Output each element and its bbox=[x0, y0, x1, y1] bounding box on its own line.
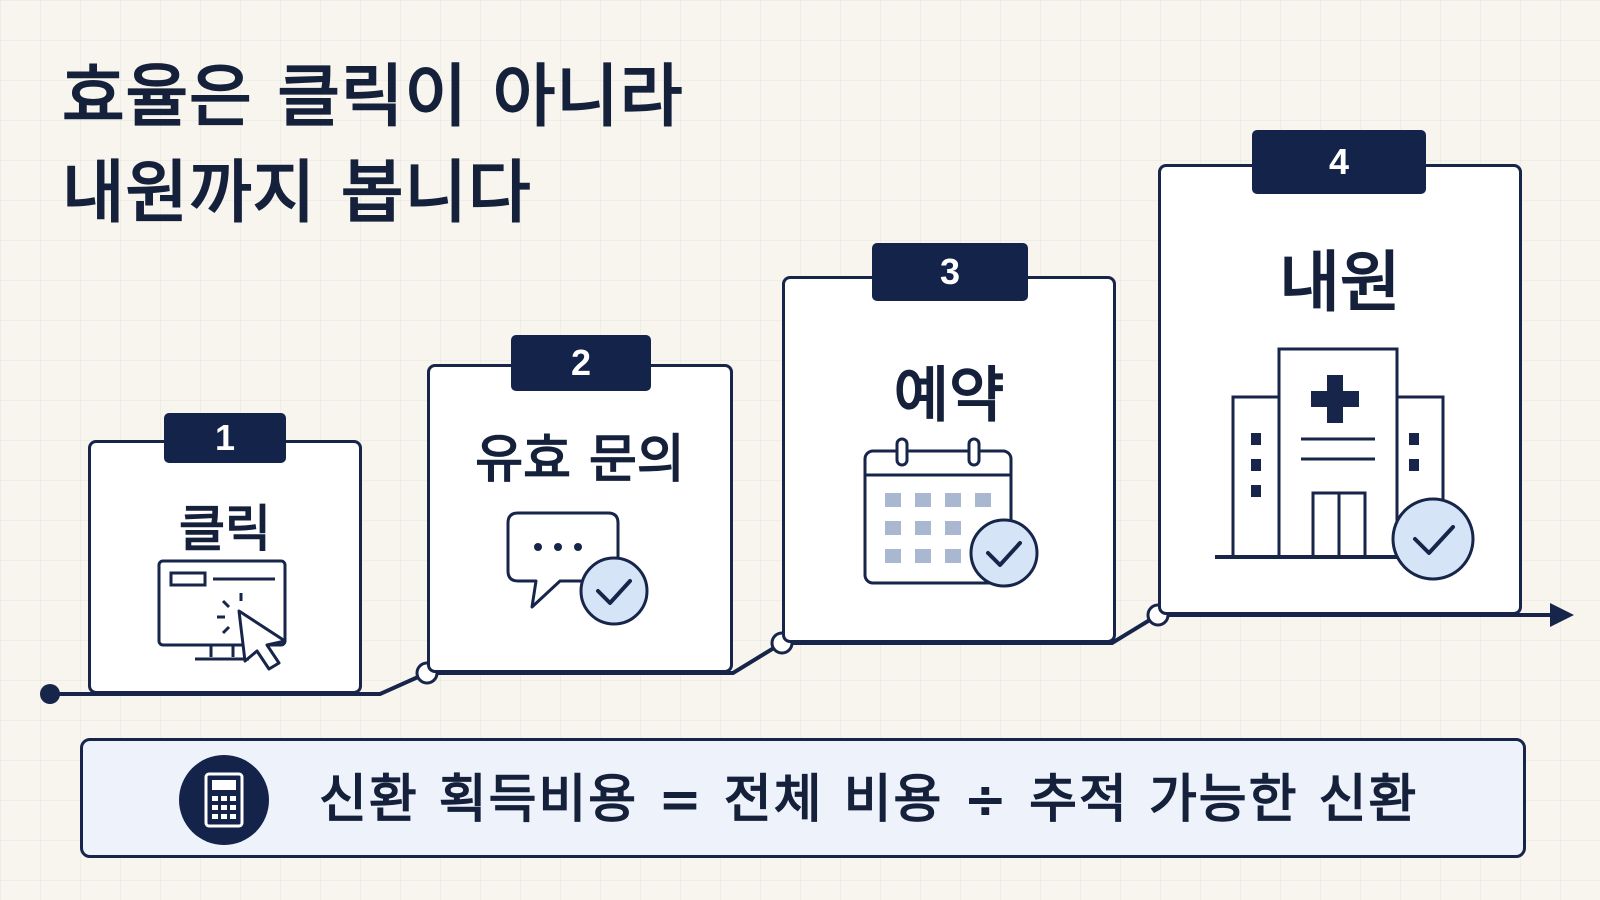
step-card-1: 클릭 bbox=[88, 440, 362, 694]
step-label-4: 내원 bbox=[1279, 244, 1401, 321]
calculator-badge bbox=[179, 755, 269, 845]
monitor-cursor-icon bbox=[157, 559, 287, 671]
title-line-1: 효율은 클릭이 아니라 bbox=[62, 58, 684, 137]
step-badge-2: 2 bbox=[511, 335, 651, 391]
step-card-3: 예약 bbox=[782, 276, 1116, 643]
hospital-check-icon bbox=[1215, 347, 1475, 581]
step-label-3: 예약 bbox=[893, 361, 1005, 431]
formula-text: 신환 획득비용 = 전체 비용 ÷ 추적 가능한 신환 bbox=[319, 770, 1419, 830]
step-label-2: 유효 문의 bbox=[475, 430, 685, 490]
calculator-icon bbox=[204, 772, 244, 828]
step-card-4: 내원 bbox=[1158, 164, 1522, 615]
formula-box: 신환 획득비용 = 전체 비용 ÷ 추적 가능한 신환 bbox=[80, 738, 1526, 858]
step-badge-3: 3 bbox=[872, 243, 1028, 301]
page-title: 효율은 클릭이 아니라 내원까지 봅니다 bbox=[62, 50, 683, 242]
step-badge-1: 1 bbox=[164, 413, 286, 463]
chat-check-icon bbox=[506, 511, 649, 626]
title-line-2: 내원까지 봅니다 bbox=[62, 154, 532, 233]
calendar-check-icon bbox=[863, 437, 1039, 588]
step-badge-4: 4 bbox=[1252, 130, 1426, 194]
path-arrowhead bbox=[1550, 603, 1574, 627]
path-start-dot bbox=[40, 684, 60, 704]
step-card-2: 유효 문의 bbox=[427, 364, 733, 673]
step-label-1: 클릭 bbox=[179, 500, 271, 558]
